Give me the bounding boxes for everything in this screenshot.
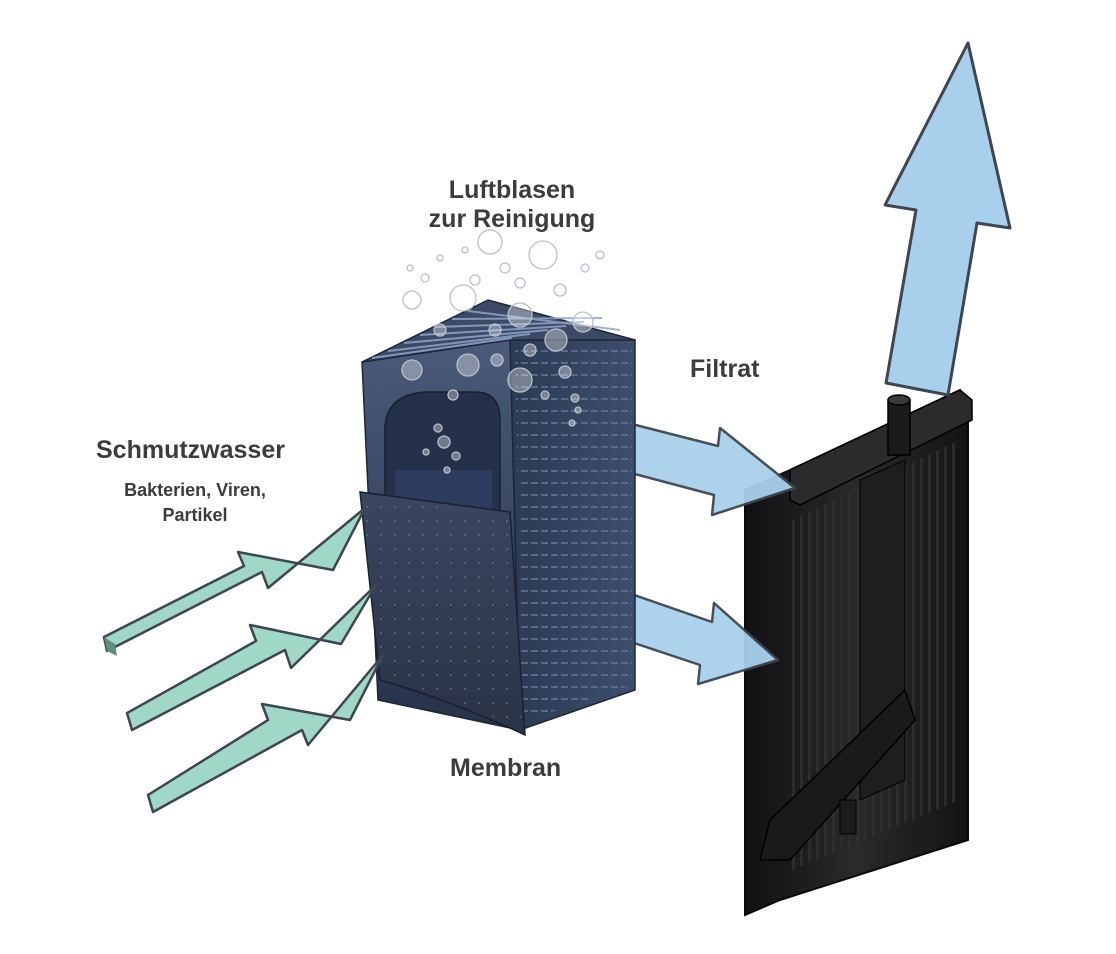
filter-frame — [744, 388, 973, 917]
inflow-arrow-bottom — [146, 653, 385, 814]
inflow-arrow-top — [102, 506, 367, 656]
air-bubbles-label-line2: zur Reinigung — [428, 205, 596, 233]
contaminants-label: Bakterien, Viren, Partikel — [100, 480, 290, 526]
wastewater-label: Schmutzwasser — [96, 436, 285, 464]
inflow-arrow-middle — [125, 583, 378, 732]
filtrate-arrow-up — [883, 41, 1012, 397]
contaminants-label-line2: Partikel — [162, 505, 228, 525]
membrane-sheet — [359, 491, 526, 737]
contaminants-label-line1: Bakterien, Viren, — [124, 480, 266, 500]
air-bubbles-label-line1: Luftblasen — [448, 176, 576, 204]
air-bubbles-label: Luftblasen zur Reinigung — [422, 176, 602, 234]
air-bubbles — [401, 229, 605, 474]
filtrate-label: Filtrat — [690, 355, 760, 383]
membrane-label: Membran — [450, 754, 562, 782]
